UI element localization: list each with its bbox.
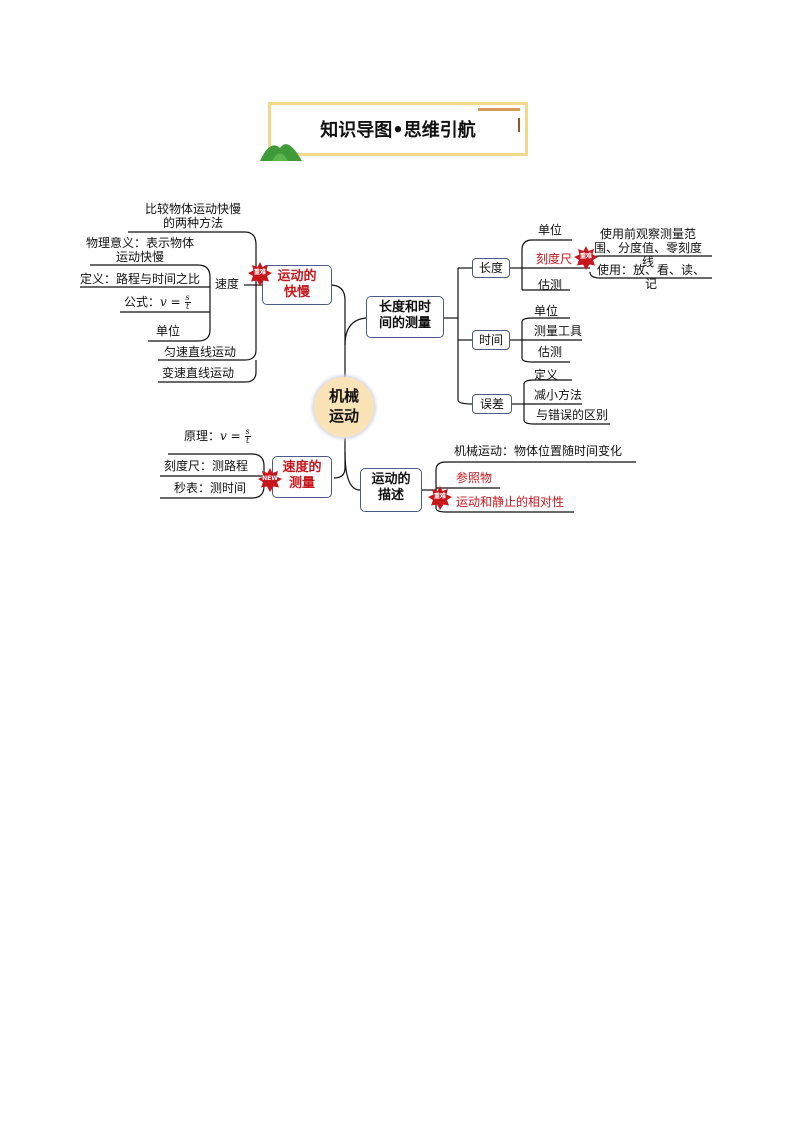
center-node: 机械运动 xyxy=(314,377,374,437)
burst-icon xyxy=(574,246,598,270)
description-label: 运动的描述 xyxy=(371,472,411,503)
length-estimate: 估测 xyxy=(538,278,563,292)
length-box: 长度 xyxy=(472,258,510,278)
ruler-use-steps: 使用：放、看、读、记 xyxy=(596,263,705,291)
length-time-label: 长度和时间的测量 xyxy=(378,300,431,331)
badge-text: 重难 xyxy=(253,269,266,276)
time-estimate: 估测 xyxy=(538,345,563,359)
time-label: 时间 xyxy=(478,333,503,347)
formula-v: v xyxy=(220,429,227,443)
speed-label: 速度 xyxy=(215,277,240,291)
error-reduce: 减小方法 xyxy=(534,388,583,402)
stopwatch-time: 秒表：测时间 xyxy=(174,481,247,495)
unit-text: 单位 xyxy=(156,324,181,338)
length-unit: 单位 xyxy=(538,223,563,237)
compare-methods: 比较物体运动快慢的两种方法 xyxy=(144,202,241,230)
error-label: 误差 xyxy=(479,397,504,411)
variable-motion: 变速直线运动 xyxy=(162,366,235,380)
measure-box-label: 速度的测量 xyxy=(282,460,322,491)
badge-text: NEW xyxy=(262,475,278,482)
burst-icon xyxy=(248,262,272,286)
meaning-text: 物理意义：表示物体运动快慢 xyxy=(85,236,194,264)
formula-den: t xyxy=(245,436,250,445)
burst-icon xyxy=(258,468,282,492)
new-badge: NEW xyxy=(258,468,282,492)
error-box: 误差 xyxy=(472,394,512,414)
formula-eq: = xyxy=(230,429,241,443)
hill-icon xyxy=(260,144,302,161)
page-title: 知识导图•思维引航 xyxy=(320,120,476,141)
length-time-box: 长度和时间的测量 xyxy=(366,296,444,338)
title-accent-tick xyxy=(518,118,520,132)
length-label: 长度 xyxy=(478,261,503,275)
error-difference: 与错误的区别 xyxy=(536,408,609,422)
badge-text: 重难 xyxy=(433,493,446,500)
formula-eq: = xyxy=(170,295,181,309)
formula-num: s xyxy=(184,293,191,303)
principle-prefix: 原理： xyxy=(184,429,221,443)
formula-v: v xyxy=(160,295,167,309)
reference-frame: 参照物 xyxy=(456,471,493,485)
key-badge-ruler: 重难 xyxy=(574,246,598,270)
key-badge-speed: 重难 xyxy=(248,262,272,286)
length-ruler: 刻度尺 xyxy=(536,252,573,266)
ruler-distance: 刻度尺：测路程 xyxy=(164,459,249,473)
definition-text: 定义：路程与时间之比 xyxy=(80,272,201,286)
badge-text: 重难 xyxy=(579,253,592,260)
ruler-use-before: 使用前观察测量范围、分度值、零刻度线 xyxy=(593,227,702,269)
mech-motion-def: 机械运动：物体位置随时间变化 xyxy=(454,444,623,458)
formula-prefix: 公式： xyxy=(124,295,161,309)
speed-box: 运动的快慢 xyxy=(262,265,332,305)
center-label: 机械运动 xyxy=(328,387,359,425)
time-tool: 测量工具 xyxy=(534,324,583,338)
relativity-text: 运动和静止的相对性 xyxy=(456,495,565,509)
formula-num: s xyxy=(244,427,251,437)
description-box: 运动的描述 xyxy=(360,468,422,512)
uniform-motion: 匀速直线运动 xyxy=(164,345,237,359)
time-unit: 单位 xyxy=(534,304,559,318)
speed-box-label: 运动的快慢 xyxy=(277,269,317,300)
title-accent-bar xyxy=(478,108,520,111)
time-box: 时间 xyxy=(472,330,510,350)
key-badge-relativity: 重难 xyxy=(428,486,452,510)
error-definition: 定义 xyxy=(534,368,559,382)
formula-den: t xyxy=(185,302,190,311)
title-banner: 知识导图•思维引航 xyxy=(268,102,528,156)
burst-icon xyxy=(428,486,452,510)
